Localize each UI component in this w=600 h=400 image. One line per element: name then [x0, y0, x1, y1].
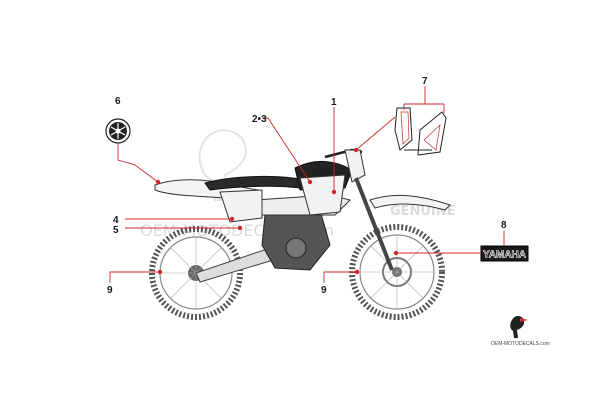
- decal-7-graphics: [394, 107, 447, 156]
- callout-1: 1: [331, 97, 337, 108]
- front-fork: [354, 177, 394, 271]
- callout-2-3: 2•3: [252, 114, 267, 125]
- callout-9-rear: 9: [107, 285, 113, 296]
- callout-4: 4: [113, 215, 119, 226]
- front-fender: [369, 194, 451, 211]
- callout-8: 8: [501, 220, 507, 231]
- watermark-bird-icon: [198, 129, 247, 201]
- callout-labels: 1 2•3 4 5 6 7 8 9 9: [107, 76, 507, 296]
- motorcycle: [149, 148, 451, 320]
- side-cover: [219, 189, 263, 223]
- leader-lines: [109, 86, 505, 283]
- footer-brand-text: OEM-MOTODECALS.com: [491, 341, 550, 347]
- callout-9-front: 9: [321, 285, 327, 296]
- decal-8-text: YAMAHA: [483, 250, 526, 261]
- callout-7: 7: [422, 76, 428, 87]
- decal-8-badge: YAMAHA: [480, 245, 529, 262]
- seat: [204, 175, 306, 191]
- front-wheel: [349, 224, 445, 320]
- decal-6-emblem: [105, 118, 131, 144]
- callout-5: 5: [113, 225, 119, 236]
- callout-6: 6: [115, 96, 121, 107]
- footer-brand: OEM-MOTODECALS.com: [491, 315, 550, 347]
